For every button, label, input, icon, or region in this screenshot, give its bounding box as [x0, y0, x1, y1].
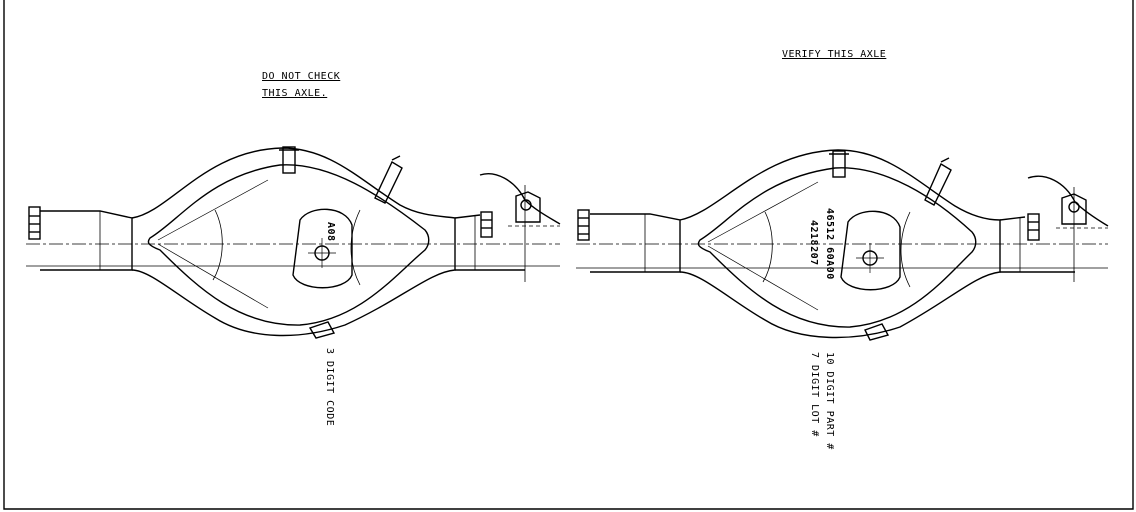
seven-digit-lot-callout: 7 DIGIT LOT # [809, 352, 820, 437]
drawing-border [3, 0, 1134, 510]
verify-this-axle-label: VERIFY THIS AXLE [782, 49, 887, 60]
left-stamp-code: A08 [325, 222, 336, 242]
this-axle-label: THIS AXLE. [262, 88, 328, 99]
ten-digit-part-callout: 10 DIGIT PART # [824, 352, 835, 450]
three-digit-code-callout: 3 DIGIT CODE [324, 348, 335, 427]
do-not-check-label: DO NOT CHECK [262, 71, 341, 82]
right-stamp-part-number: 46512 60A00 [824, 208, 835, 280]
left-axle-assembly [26, 146, 561, 339]
right-axle-assembly [576, 149, 1109, 341]
right-stamp-lot-number: 4218207 [808, 220, 819, 266]
